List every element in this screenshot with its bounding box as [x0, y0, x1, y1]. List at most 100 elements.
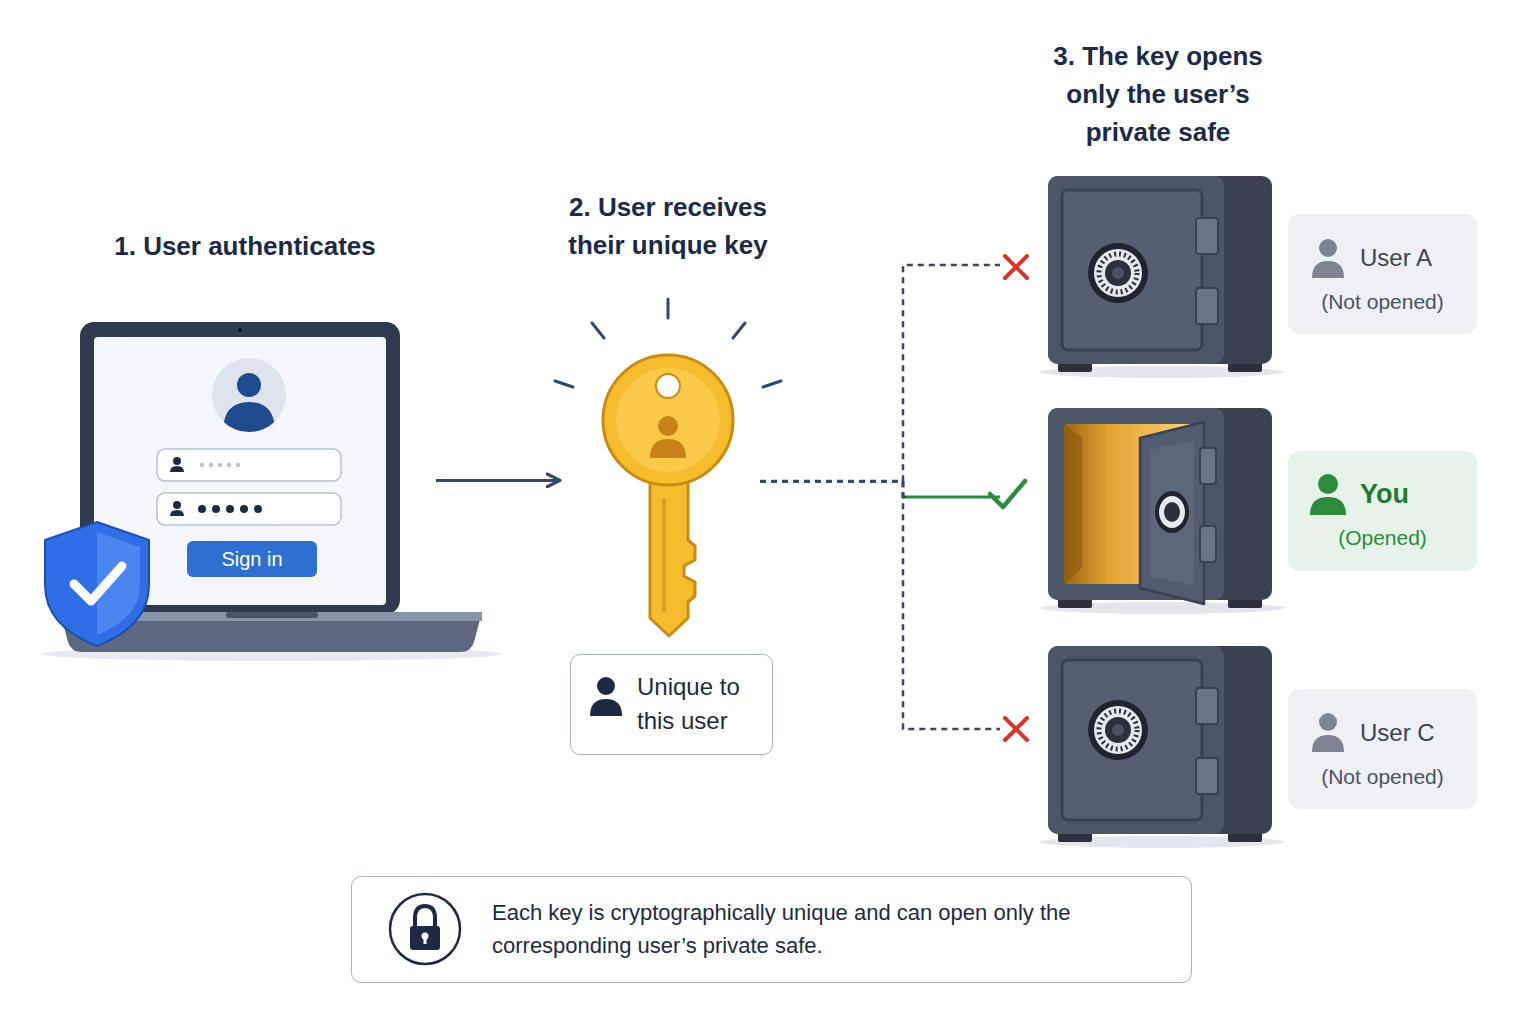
field-icon: [170, 510, 184, 516]
user-icon: [1319, 713, 1337, 731]
password-dot: [240, 505, 248, 513]
step-heading: 3. The key opens only the user’s private…: [1033, 37, 1283, 151]
safe-status: (Opened): [1288, 525, 1477, 551]
safe-dial-knob: [1164, 502, 1180, 522]
glow-ray: [763, 381, 781, 387]
allow-mark: [990, 481, 1025, 507]
safe-hinge: [1196, 288, 1218, 324]
safe-front: [1048, 646, 1224, 834]
safe-dial-ring: [1094, 249, 1142, 297]
user-name: User C: [1360, 718, 1435, 748]
glow-ray: [733, 323, 745, 338]
deny-mark: [1005, 256, 1027, 278]
connector: [760, 481, 1000, 729]
safe-body: [1048, 646, 1272, 834]
safe-dial: [1155, 491, 1189, 533]
laptop-login: 1. User authenticatesSign in: [60, 322, 436, 652]
glow-ray: [667, 299, 670, 318]
user-icon: [1319, 239, 1337, 257]
avatar-person: [223, 373, 275, 432]
field-dot: [236, 463, 240, 467]
user-safe: User C (Not opened): [1000, 646, 1477, 842]
field-dot: [218, 463, 222, 467]
lock-keyhole: [424, 937, 427, 944]
safe-dial-ring: [1159, 496, 1185, 528]
avatar-circle: [212, 358, 286, 432]
user-icon: [597, 677, 615, 695]
password-dot: [254, 505, 262, 513]
laptop-notch: [226, 612, 318, 618]
safe-dial-ticks: [1099, 254, 1137, 292]
closed-safe: [1040, 646, 1284, 848]
user-name: You: [1360, 478, 1409, 510]
safe-door-panel: [1150, 440, 1194, 586]
safe-dial-knob: [1105, 260, 1131, 286]
lock-body: [410, 926, 440, 950]
lock-shackle: [415, 906, 435, 928]
button-label: Sign in: [221, 547, 282, 571]
shield-icon: [45, 522, 149, 646]
field-icon: [170, 466, 184, 472]
key-person-body: [650, 439, 686, 458]
safe-door: [1062, 660, 1202, 820]
safe-dial: [1088, 243, 1148, 303]
closed-safe: [1040, 176, 1284, 378]
connector: [760, 265, 1000, 481]
password-dot: [198, 505, 206, 513]
safe-dial-center: [1112, 724, 1124, 736]
password-dot: [212, 505, 220, 513]
safe-status: (Not opened): [1288, 289, 1477, 315]
safe-door: [1062, 190, 1202, 350]
safe-dial: [1088, 700, 1148, 760]
field-dot: [227, 463, 231, 467]
safe-dial-center: [1112, 267, 1124, 279]
field-icon: [173, 457, 181, 465]
key-shaft: [650, 480, 695, 636]
user-safe: You (Opened): [1000, 408, 1477, 606]
avatar-body: [223, 402, 275, 432]
safe-hinge: [1196, 218, 1218, 254]
glow-ray: [592, 323, 604, 338]
safe-hinge: [1200, 448, 1216, 484]
sign-in-button: Sign in: [187, 541, 317, 577]
key-bow: [603, 355, 733, 485]
note-text: Unique to this user: [637, 670, 767, 738]
password-dot: [226, 505, 234, 513]
user-safe: User A (Not opened): [1000, 176, 1477, 370]
safe-front: [1048, 176, 1224, 364]
user-name: User A: [1360, 243, 1432, 273]
safe-hinge: [1196, 758, 1218, 794]
footnote-text: Each key is cryptographically unique and…: [492, 896, 1182, 962]
safe-dial-ticks: [1099, 711, 1137, 749]
safe-interior-wall: [1064, 424, 1082, 584]
field-dot: [200, 463, 204, 467]
deny-mark: [1005, 718, 1027, 740]
user-icon: [1312, 261, 1344, 278]
connector: [436, 479, 560, 482]
avatar-head: [237, 373, 261, 397]
open-safe: [1040, 408, 1284, 614]
safe-hinge: [1200, 526, 1216, 562]
connector-group: [436, 265, 1000, 729]
laptop-camera: [238, 328, 242, 332]
lock-circle: [390, 894, 460, 964]
safe-status: (Not opened): [1288, 764, 1477, 790]
safe-body: [1048, 176, 1272, 364]
key-hole: [656, 374, 680, 398]
user-icon: [1310, 497, 1346, 515]
step-heading: 1. User authenticates: [60, 227, 430, 265]
shield-check: [74, 566, 122, 601]
step-heading: 2. User receives their unique key: [543, 188, 793, 264]
key-groove: [662, 498, 666, 612]
glow-ray: [555, 381, 573, 387]
password-field: [157, 493, 341, 525]
user-icon: [1318, 474, 1338, 494]
key-person-head: [658, 416, 678, 436]
safe-hinge: [1196, 688, 1218, 724]
field-icon: [173, 501, 181, 509]
key-bow-inner: [616, 368, 720, 472]
field-dot: [209, 463, 213, 467]
